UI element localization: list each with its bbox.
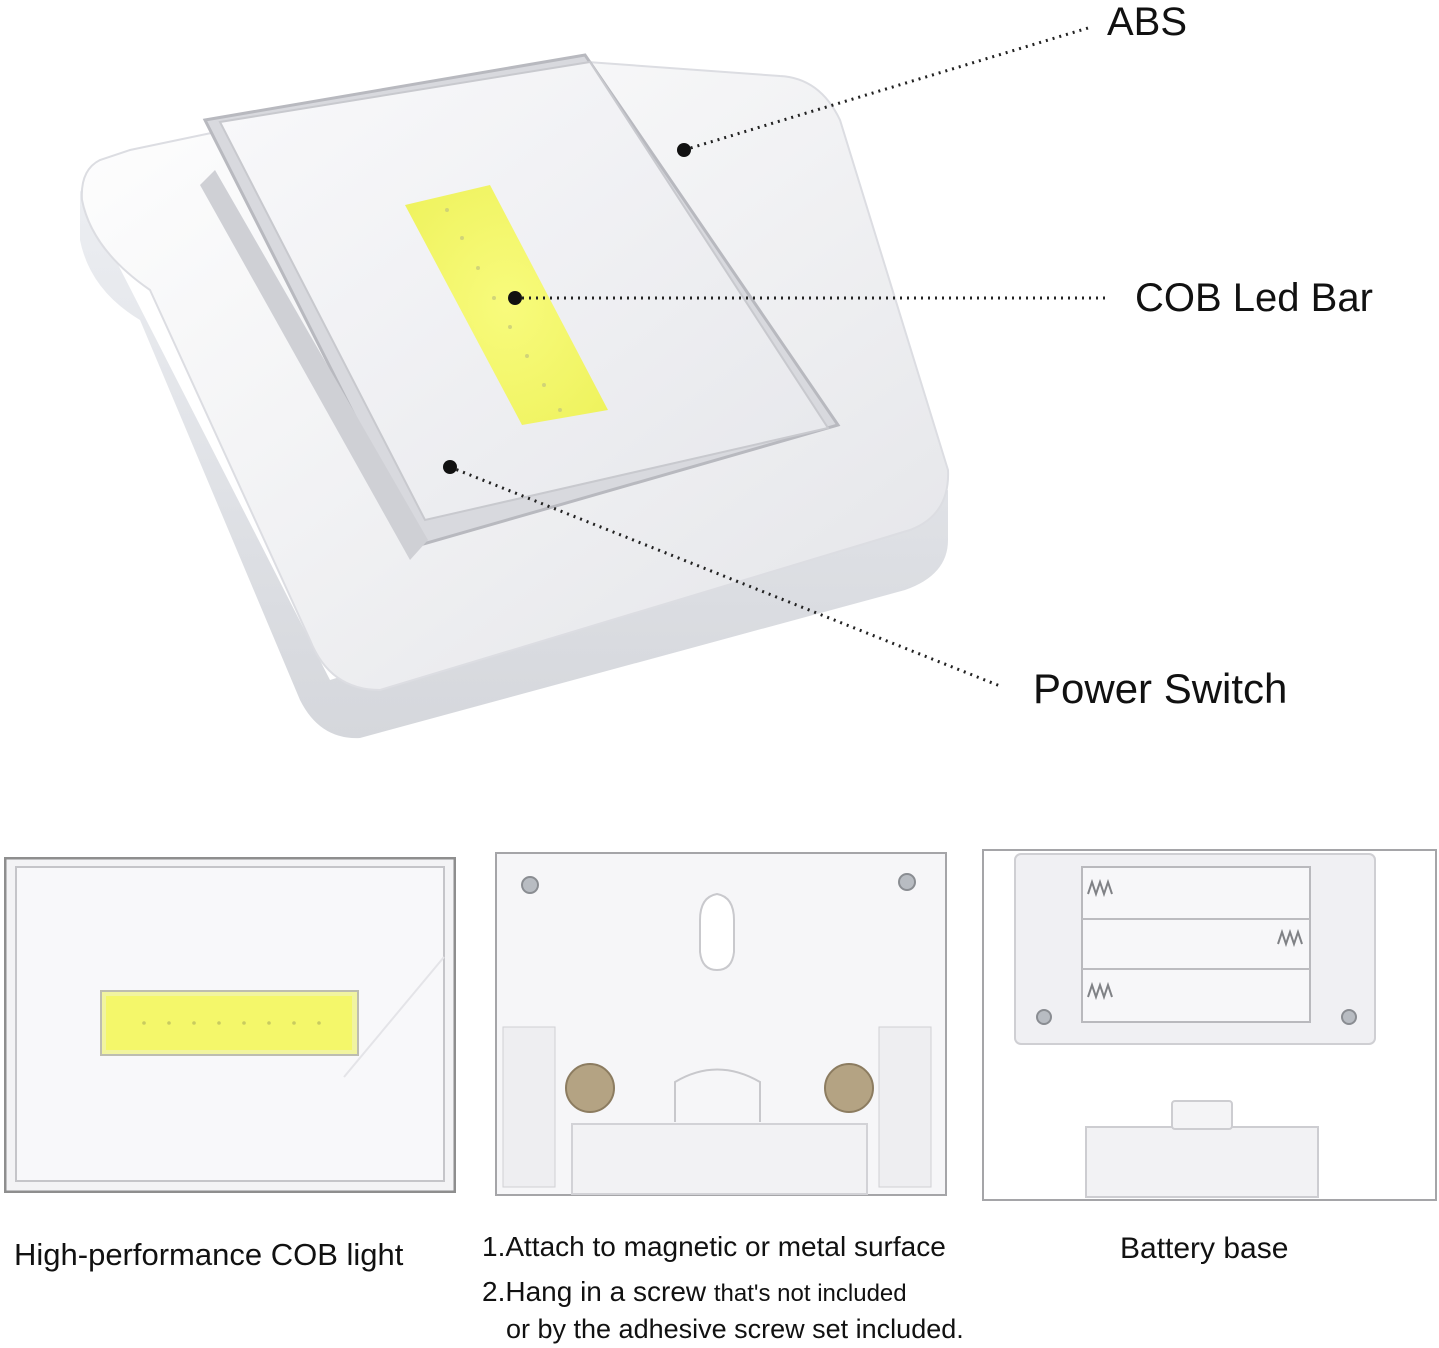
screw-icon	[521, 876, 539, 894]
switch-leader	[449, 465, 1001, 688]
product-main-image	[80, 26, 1105, 739]
abs-leader	[683, 26, 1089, 152]
battery-cover	[1085, 1126, 1319, 1198]
cob-led-bar-label: COB Led Bar	[1135, 276, 1373, 320]
screw-icon	[898, 873, 916, 891]
battery-base-image	[982, 849, 1437, 1201]
back-view-line1: 1.Attach to magnetic or metal surface	[482, 1231, 946, 1262]
keyhole-icon	[699, 892, 735, 972]
magnet-left	[565, 1063, 615, 1113]
power-switch-label: Power Switch	[1033, 665, 1288, 712]
back-view-image	[495, 852, 947, 1196]
screw-icon	[1036, 1009, 1052, 1025]
back-view-line2: 2.Hang in a screw that's not included	[482, 1276, 907, 1308]
cob-led-bar-shape	[405, 185, 608, 425]
back-view-line3: or by the adhesive screw set included.	[506, 1314, 964, 1344]
magnet-right	[824, 1063, 874, 1113]
screw-icon	[1341, 1009, 1357, 1025]
abs-label: ABS	[1107, 0, 1188, 44]
base-side	[80, 190, 948, 739]
back-view-line2-main: 2.Hang in a screw	[482, 1276, 707, 1307]
front-view-image	[4, 857, 456, 1193]
front-view-caption: High-performance COB light	[14, 1237, 404, 1272]
battery-base-caption: Battery base	[1120, 1232, 1289, 1265]
back-view-line2-small: that's not included	[713, 1280, 907, 1307]
